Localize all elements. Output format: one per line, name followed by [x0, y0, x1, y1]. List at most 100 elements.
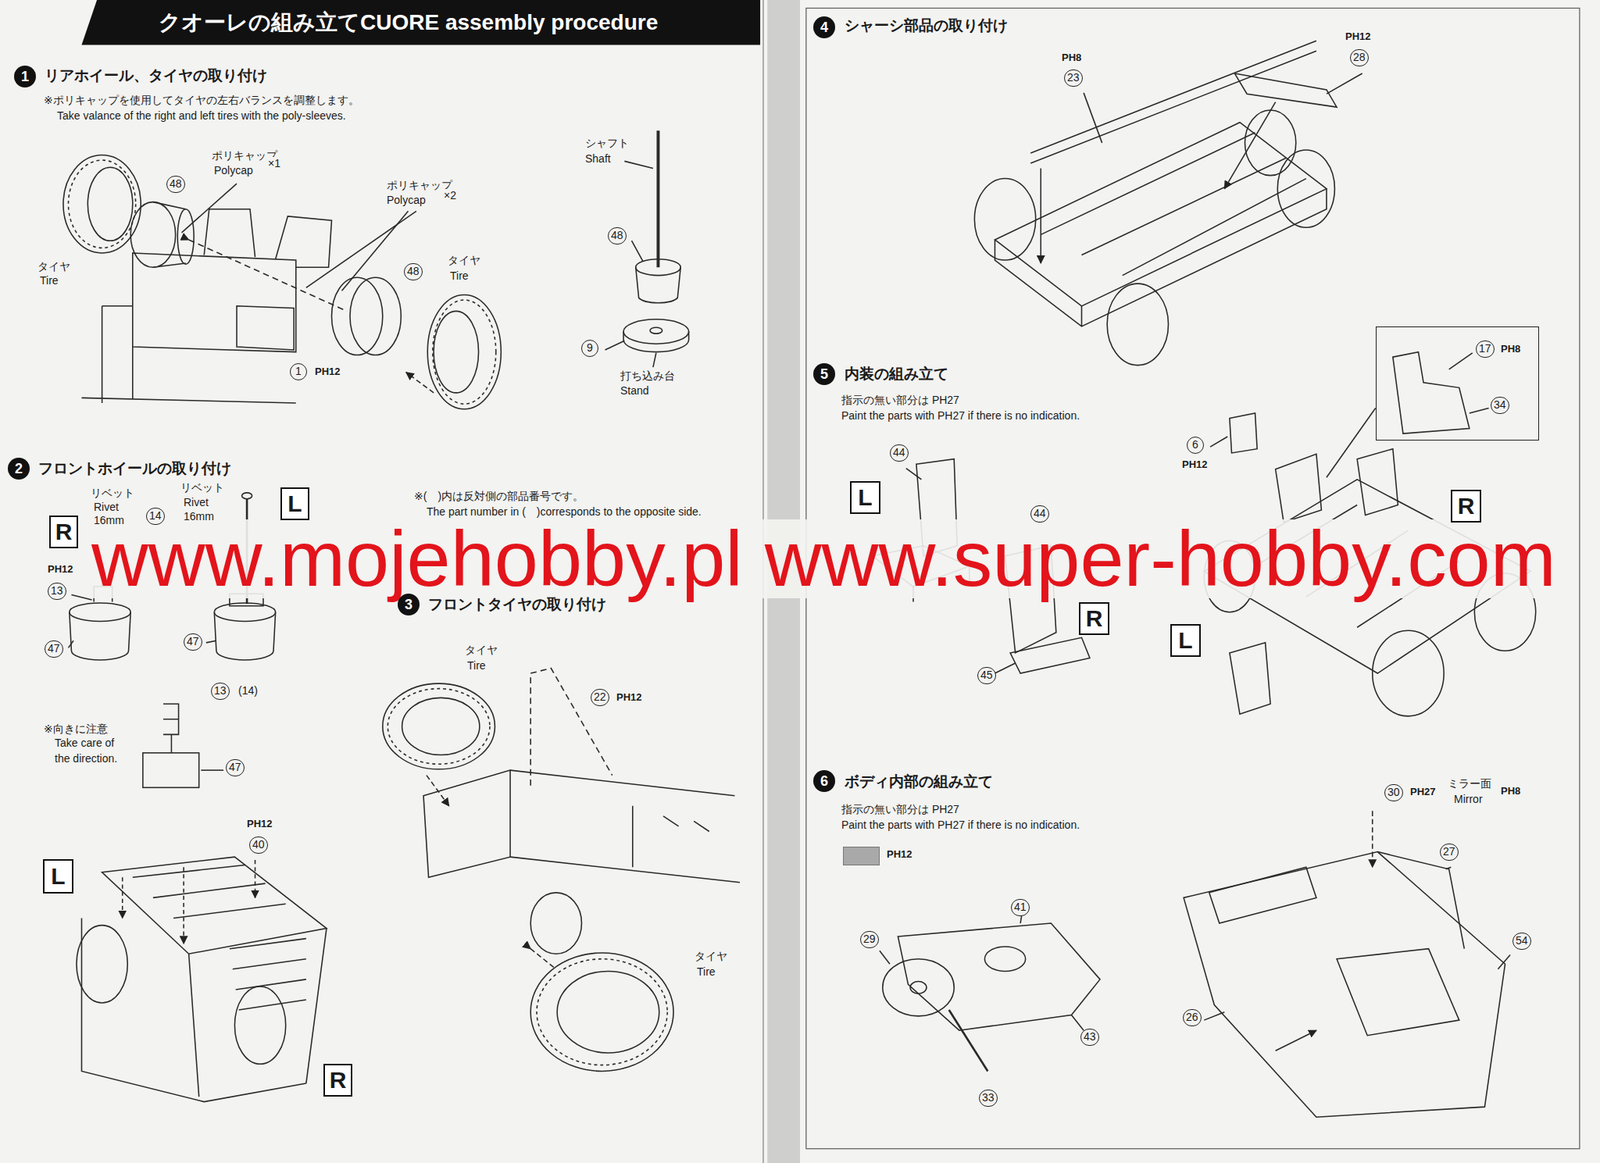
note-text: タイヤ	[446, 253, 482, 267]
side-letter: L	[287, 492, 302, 516]
rear-wheel-drawing	[406, 372, 434, 393]
paint-code: PH27	[1409, 786, 1437, 799]
chassis-drawing	[1083, 92, 1103, 143]
chassis-drawing	[1234, 73, 1337, 108]
legend-text: PH12	[885, 849, 914, 861]
front-wheel-drawing	[163, 703, 179, 754]
callout-number: 22	[590, 689, 610, 707]
body-interior-drawing	[1275, 1030, 1317, 1051]
chassis-drawing	[1040, 132, 1307, 276]
front-wheel-drawing	[254, 860, 257, 898]
rear-wheel-drawing	[87, 167, 133, 241]
front-wheel-drawing	[132, 865, 286, 919]
callout-number: 13	[47, 582, 67, 600]
front-tire-drawing	[382, 683, 496, 770]
rear-wheel-drawing	[653, 353, 657, 368]
step-number: 4	[813, 16, 836, 39]
rear-wheel-drawing	[236, 306, 294, 350]
rear-wheel-drawing	[624, 160, 654, 168]
note-text: Tire	[449, 269, 470, 283]
callout-number: 47	[183, 633, 203, 651]
interior-drawing	[1326, 407, 1376, 478]
note-text: (14)	[237, 684, 259, 697]
side-letter: L	[857, 485, 872, 510]
front-tire-drawing	[530, 892, 582, 954]
note-text: ×1	[267, 157, 282, 170]
interior-drawing	[1392, 352, 1470, 434]
note-text: Paint the parts with PH27 if there is no…	[840, 818, 1081, 832]
rear-wheel-drawing	[631, 240, 643, 261]
note-text: Rivet	[92, 500, 120, 514]
step-number: 5	[813, 363, 836, 386]
note-text: タイヤ	[464, 643, 499, 657]
note-text: Paint the parts with PH27 if there is no…	[840, 409, 1081, 422]
paint-swatch	[842, 846, 880, 866]
body-interior-drawing	[1209, 867, 1317, 924]
callout-number: 41	[1010, 899, 1030, 917]
body-interior-drawing	[882, 959, 954, 1017]
front-tire-drawing	[536, 959, 668, 1066]
interior-drawing	[1229, 413, 1258, 454]
note-text: Stand	[619, 384, 650, 397]
paint-code: PH8	[1500, 343, 1522, 356]
note-text: the direction.	[53, 752, 118, 765]
note-text: ※( )内は反対側の部品番号です。	[413, 489, 585, 503]
note-text: ×2	[442, 189, 458, 202]
callout-number: 33	[978, 1089, 998, 1108]
body-interior-drawing	[984, 946, 1025, 972]
side-marker: R	[1450, 489, 1482, 523]
side-marker: L	[850, 481, 881, 515]
callout-number: 26	[1182, 1009, 1202, 1027]
front-tire-drawing	[387, 689, 490, 765]
paint-code: PH12	[46, 564, 75, 576]
step-heading: ボディ内部の組み立て	[842, 773, 995, 791]
body-interior-drawing	[1336, 949, 1460, 1036]
body-interior-drawing	[1183, 852, 1505, 1118]
paint-code: PH12	[246, 818, 274, 831]
note-text: リベット	[179, 481, 225, 494]
callout-number: 44	[1030, 505, 1050, 523]
front-wheel-drawing	[71, 594, 92, 600]
interior-drawing	[994, 663, 1015, 674]
front-tire-drawing	[426, 775, 450, 807]
body-interior-drawing	[910, 981, 927, 994]
callout-number: 44	[889, 444, 909, 462]
front-tire-drawing	[510, 770, 740, 883]
callout-number: 47	[225, 759, 245, 777]
rear-wheel-drawing	[181, 183, 237, 233]
body-interior-drawing	[1071, 1015, 1084, 1032]
note-text: Take care of	[53, 736, 115, 750]
rear-wheel-drawing	[635, 267, 681, 303]
callout-number: 34	[1490, 396, 1510, 415]
paper	[81, 0, 761, 45]
interior-drawing	[906, 468, 922, 480]
callout-number: 43	[1080, 1028, 1100, 1047]
front-wheel-drawing	[121, 877, 124, 918]
front-wheel-drawing	[214, 612, 275, 661]
front-tire-drawing	[530, 953, 674, 1072]
step-heading: 内装の組み立て	[842, 365, 950, 383]
front-wheel-drawing	[206, 640, 217, 643]
chassis-drawing	[974, 178, 1036, 261]
side-marker: R	[49, 515, 79, 549]
paint-code: PH12	[314, 366, 342, 379]
callout-number: 27	[1439, 843, 1459, 861]
body-interior-drawing	[1497, 955, 1511, 970]
note-text: Mirror	[1453, 792, 1484, 806]
rear-wheel-drawing	[275, 216, 333, 268]
interior-drawing	[1210, 436, 1228, 447]
note-text: タイヤ	[36, 260, 72, 273]
step-heading: フロントホイールの取り付け	[36, 460, 233, 478]
front-tire-drawing	[557, 971, 660, 1053]
step-number: 3	[397, 593, 420, 616]
side-letter: R	[1457, 494, 1475, 518]
inset-panel: 17PH834	[1375, 326, 1540, 441]
callout-number: 48	[166, 175, 186, 193]
callout-number: 1	[289, 363, 308, 381]
chassis-drawing	[1224, 102, 1275, 190]
body-interior-drawing	[897, 923, 1100, 1031]
paint-code: PH8	[1060, 52, 1083, 65]
